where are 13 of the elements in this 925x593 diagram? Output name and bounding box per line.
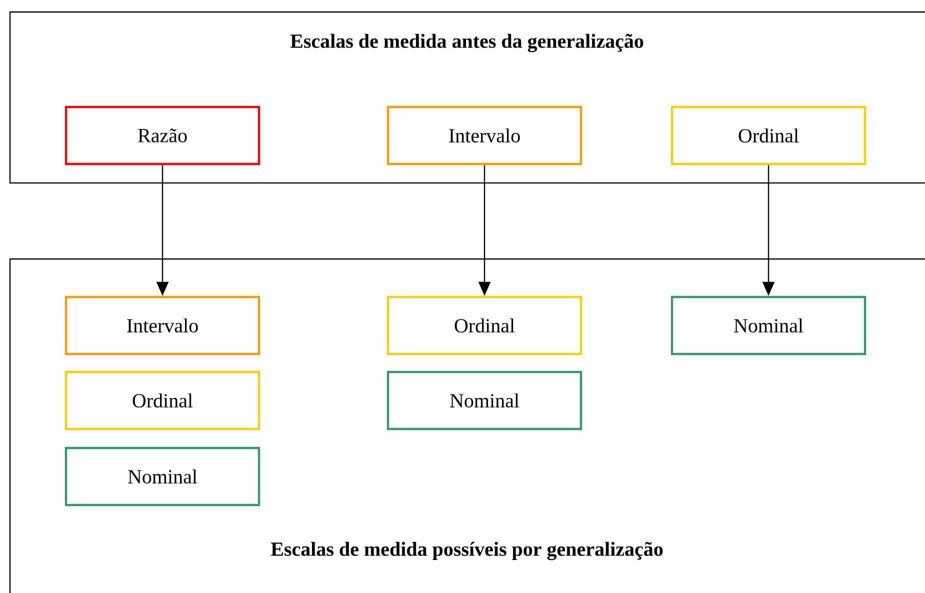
- scale-box: Nominal: [670, 296, 866, 356]
- scale-box: Razão: [64, 106, 260, 166]
- panel: [9, 258, 925, 593]
- scale-box: Ordinal: [670, 106, 866, 166]
- scale-box: Intervalo: [386, 106, 582, 166]
- scale-box: Nominal: [64, 446, 260, 506]
- scale-box: Ordinal: [64, 370, 260, 430]
- panel-heading: Escalas de medida possíveis por generalização: [270, 542, 663, 560]
- panel: [9, 11, 925, 184]
- scale-box: Intervalo: [64, 296, 260, 356]
- panel-heading: Escalas de medida antes da generalização: [290, 34, 644, 52]
- scale-box: Nominal: [386, 370, 582, 430]
- scale-box: Ordinal: [386, 296, 582, 356]
